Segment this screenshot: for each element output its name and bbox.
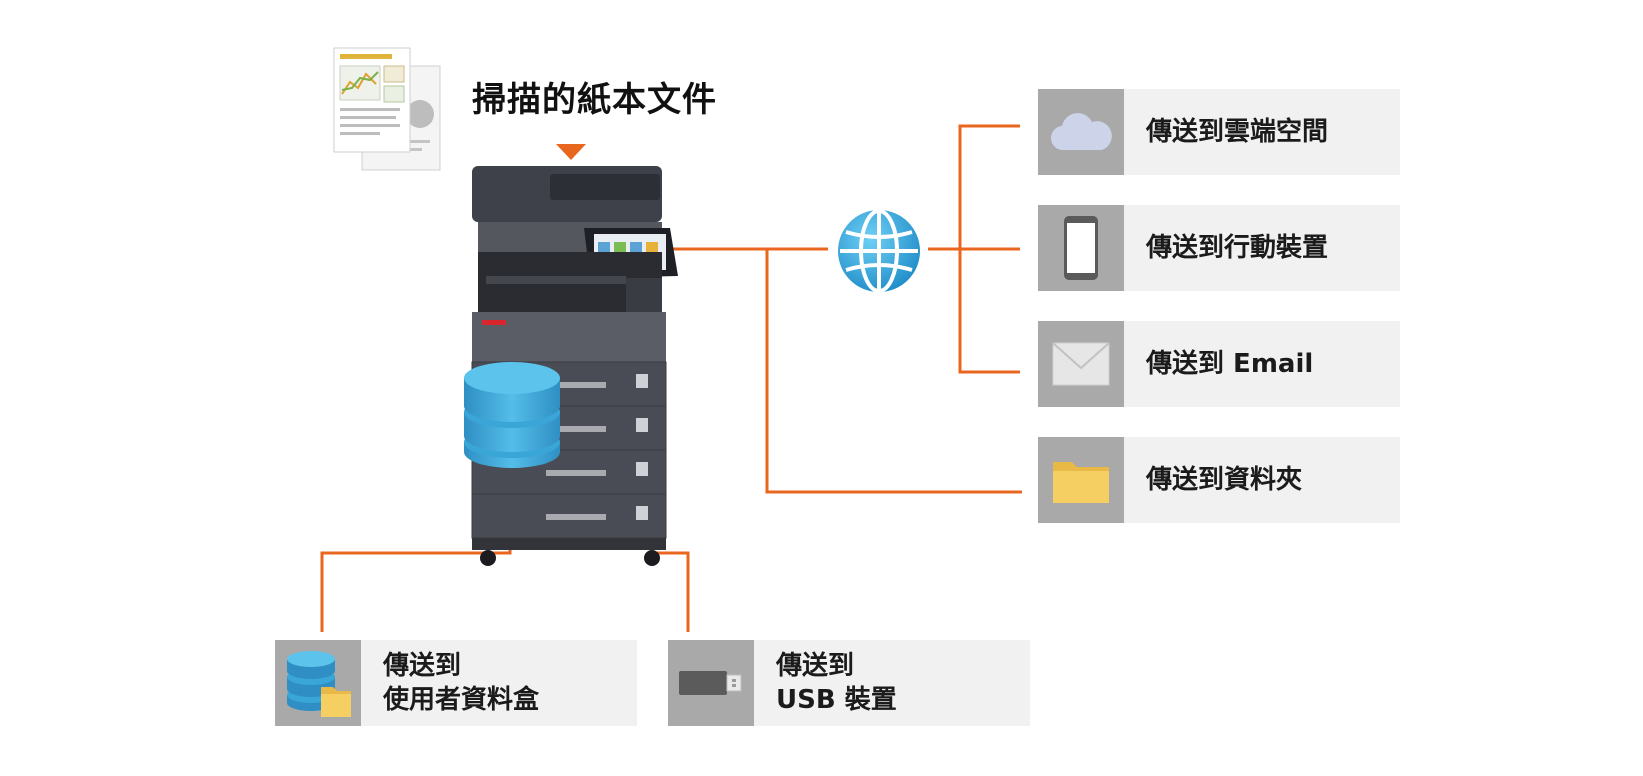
icon-box	[275, 640, 361, 726]
arrow-down-icon	[556, 144, 586, 160]
destination-userbox: 傳送到 使用者資料盒	[275, 640, 637, 726]
database-icon	[464, 362, 560, 468]
destination-email: 傳送到 Email	[1038, 321, 1400, 407]
icon-box	[1038, 321, 1124, 407]
destination-usb: 傳送到 USB 裝置	[668, 640, 1030, 726]
diagram-title: 掃描的紙本文件	[472, 80, 717, 120]
icon-box	[1038, 205, 1124, 291]
destination-label: 傳送到雲端空間	[1146, 117, 1329, 147]
document-icon	[333, 47, 441, 171]
destination-label: 傳送到行動裝置	[1146, 233, 1329, 263]
destination-label: 傳送到 使用者資料盒	[361, 649, 539, 717]
mail-icon	[1052, 342, 1110, 386]
database-folder-icon	[287, 651, 351, 717]
wire-folder	[765, 249, 1022, 494]
cloud-icon	[1050, 113, 1112, 151]
label-line-1: 傳送到	[776, 651, 855, 681]
destination-folder: 傳送到資料夾	[1038, 437, 1400, 523]
globe-icon	[838, 209, 920, 293]
icon-box	[1038, 437, 1124, 523]
icon-box	[1038, 89, 1124, 175]
destination-label: 傳送到資料夾	[1146, 465, 1303, 495]
icon-box	[668, 640, 754, 726]
usb-icon	[679, 671, 742, 695]
destination-mobile: 傳送到行動裝置	[1038, 205, 1400, 291]
label-line-2: 使用者資料盒	[383, 685, 540, 715]
folder-icon	[1053, 462, 1109, 503]
destination-cloud: 傳送到雲端空間	[1038, 89, 1400, 175]
phone-icon	[1064, 216, 1098, 280]
destination-label: 傳送到 USB 裝置	[754, 649, 897, 717]
label-line-1: 傳送到	[383, 651, 462, 681]
destination-label: 傳送到 Email	[1146, 349, 1314, 379]
label-line-2: USB 裝置	[776, 685, 897, 715]
